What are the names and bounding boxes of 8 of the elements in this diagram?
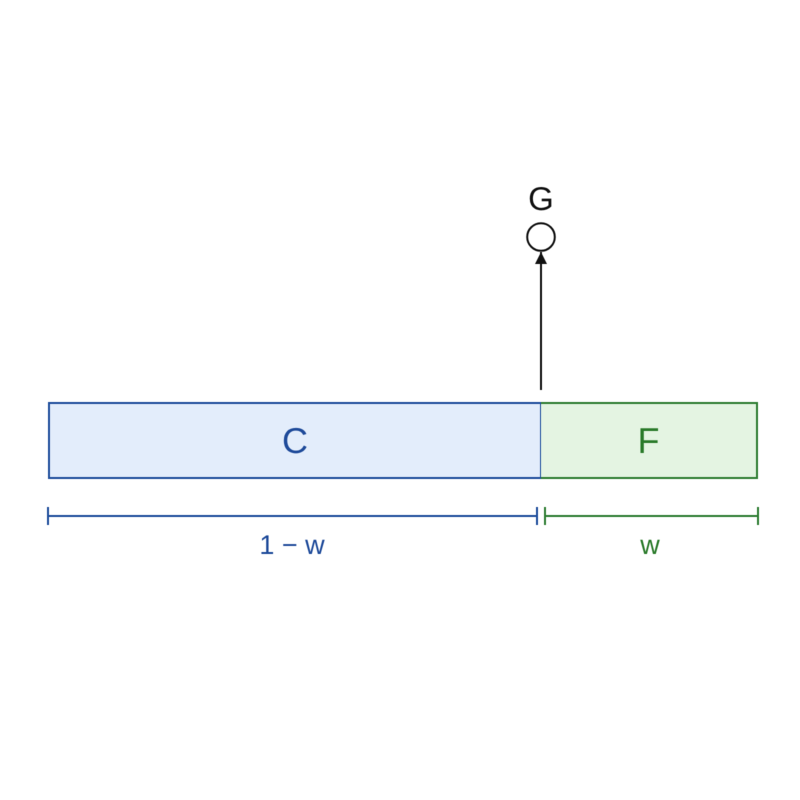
bar-segment [48, 402, 542, 479]
dimension-label: 1 − w [259, 530, 325, 560]
bar-segment [541, 402, 758, 479]
segment-label: C [282, 420, 308, 460]
segment-label: F [638, 420, 660, 460]
arrow [535, 252, 547, 390]
point-label: G [528, 182, 554, 216]
dimension-label: w [640, 530, 660, 560]
